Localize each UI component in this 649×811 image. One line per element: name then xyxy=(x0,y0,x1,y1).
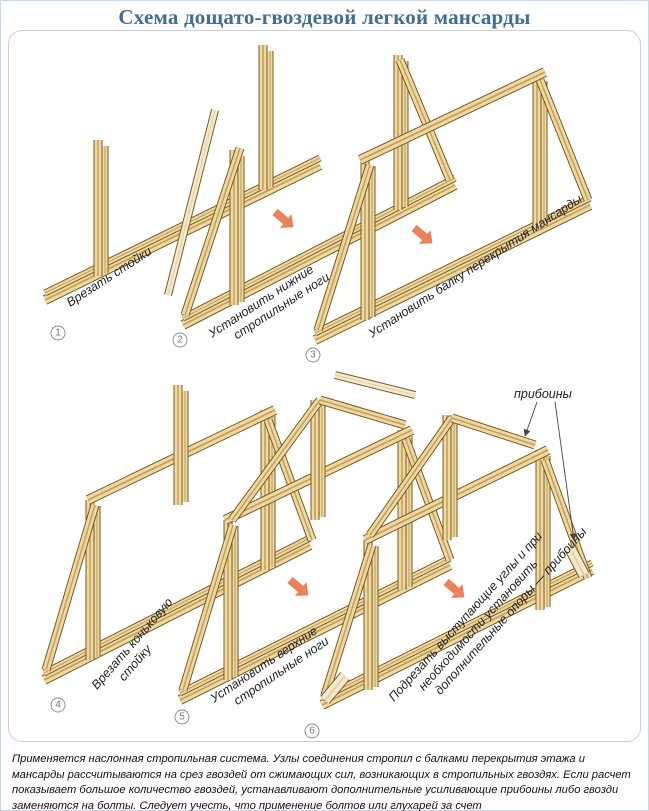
step-1-number: 1 xyxy=(50,325,66,341)
callout-leader-line xyxy=(523,401,538,437)
lower-rafter-leg xyxy=(263,418,317,542)
step-6-number: 6 xyxy=(304,723,320,739)
loose-rafter-board xyxy=(164,109,219,296)
arrow-icon xyxy=(411,224,433,244)
upper-rafter-leg xyxy=(366,415,456,538)
upper-rafter-leg xyxy=(228,397,324,523)
progress-arrows xyxy=(272,208,465,598)
lower-rafter-leg xyxy=(178,523,238,692)
svg-text:4: 4 xyxy=(55,700,61,711)
step-3-number: 3 xyxy=(305,347,321,363)
lower-rafter-leg xyxy=(535,78,593,202)
lower-rafter-leg xyxy=(320,543,377,697)
sill-beam xyxy=(181,174,457,322)
pribony-board xyxy=(564,545,590,578)
upper-rafter-leg xyxy=(450,413,537,450)
svg-text:1: 1 xyxy=(55,328,61,339)
lower-rafter-leg xyxy=(313,163,375,332)
arrow-icon xyxy=(272,208,294,228)
upper-rafter-leg xyxy=(318,395,407,430)
step-number-marks: 1 2 3 4 5 6 xyxy=(50,325,321,739)
page-title: Схема дощато-гвоздевой легкой мансарды xyxy=(118,5,531,29)
lower-rafter-leg xyxy=(180,146,245,317)
pribony-callout-label: прибоины xyxy=(514,387,572,401)
step-4-number: 4 xyxy=(50,697,66,713)
callout-leader-line xyxy=(554,401,577,541)
svg-text:6: 6 xyxy=(309,726,315,737)
svg-text:2: 2 xyxy=(177,335,183,346)
lower-rafter-leg xyxy=(41,503,100,672)
svg-text:3: 3 xyxy=(310,350,316,361)
attic-floor-beam xyxy=(357,67,548,165)
arrow-icon xyxy=(287,576,309,596)
step-2-number: 2 xyxy=(172,332,188,348)
svg-text:5: 5 xyxy=(179,712,185,723)
step-6-caption: Подрезать выступающие углы и при необход… xyxy=(386,505,590,724)
lower-rafter-leg xyxy=(395,58,455,182)
loose-rafter-board xyxy=(334,371,416,399)
lumber-members xyxy=(41,45,595,710)
description-text: Применяется наслонная стропильная систем… xyxy=(12,753,631,811)
step-5-number: 5 xyxy=(174,709,190,725)
pribony-board xyxy=(320,672,350,704)
arrow-icon xyxy=(443,578,465,598)
sill-beam xyxy=(180,180,458,330)
